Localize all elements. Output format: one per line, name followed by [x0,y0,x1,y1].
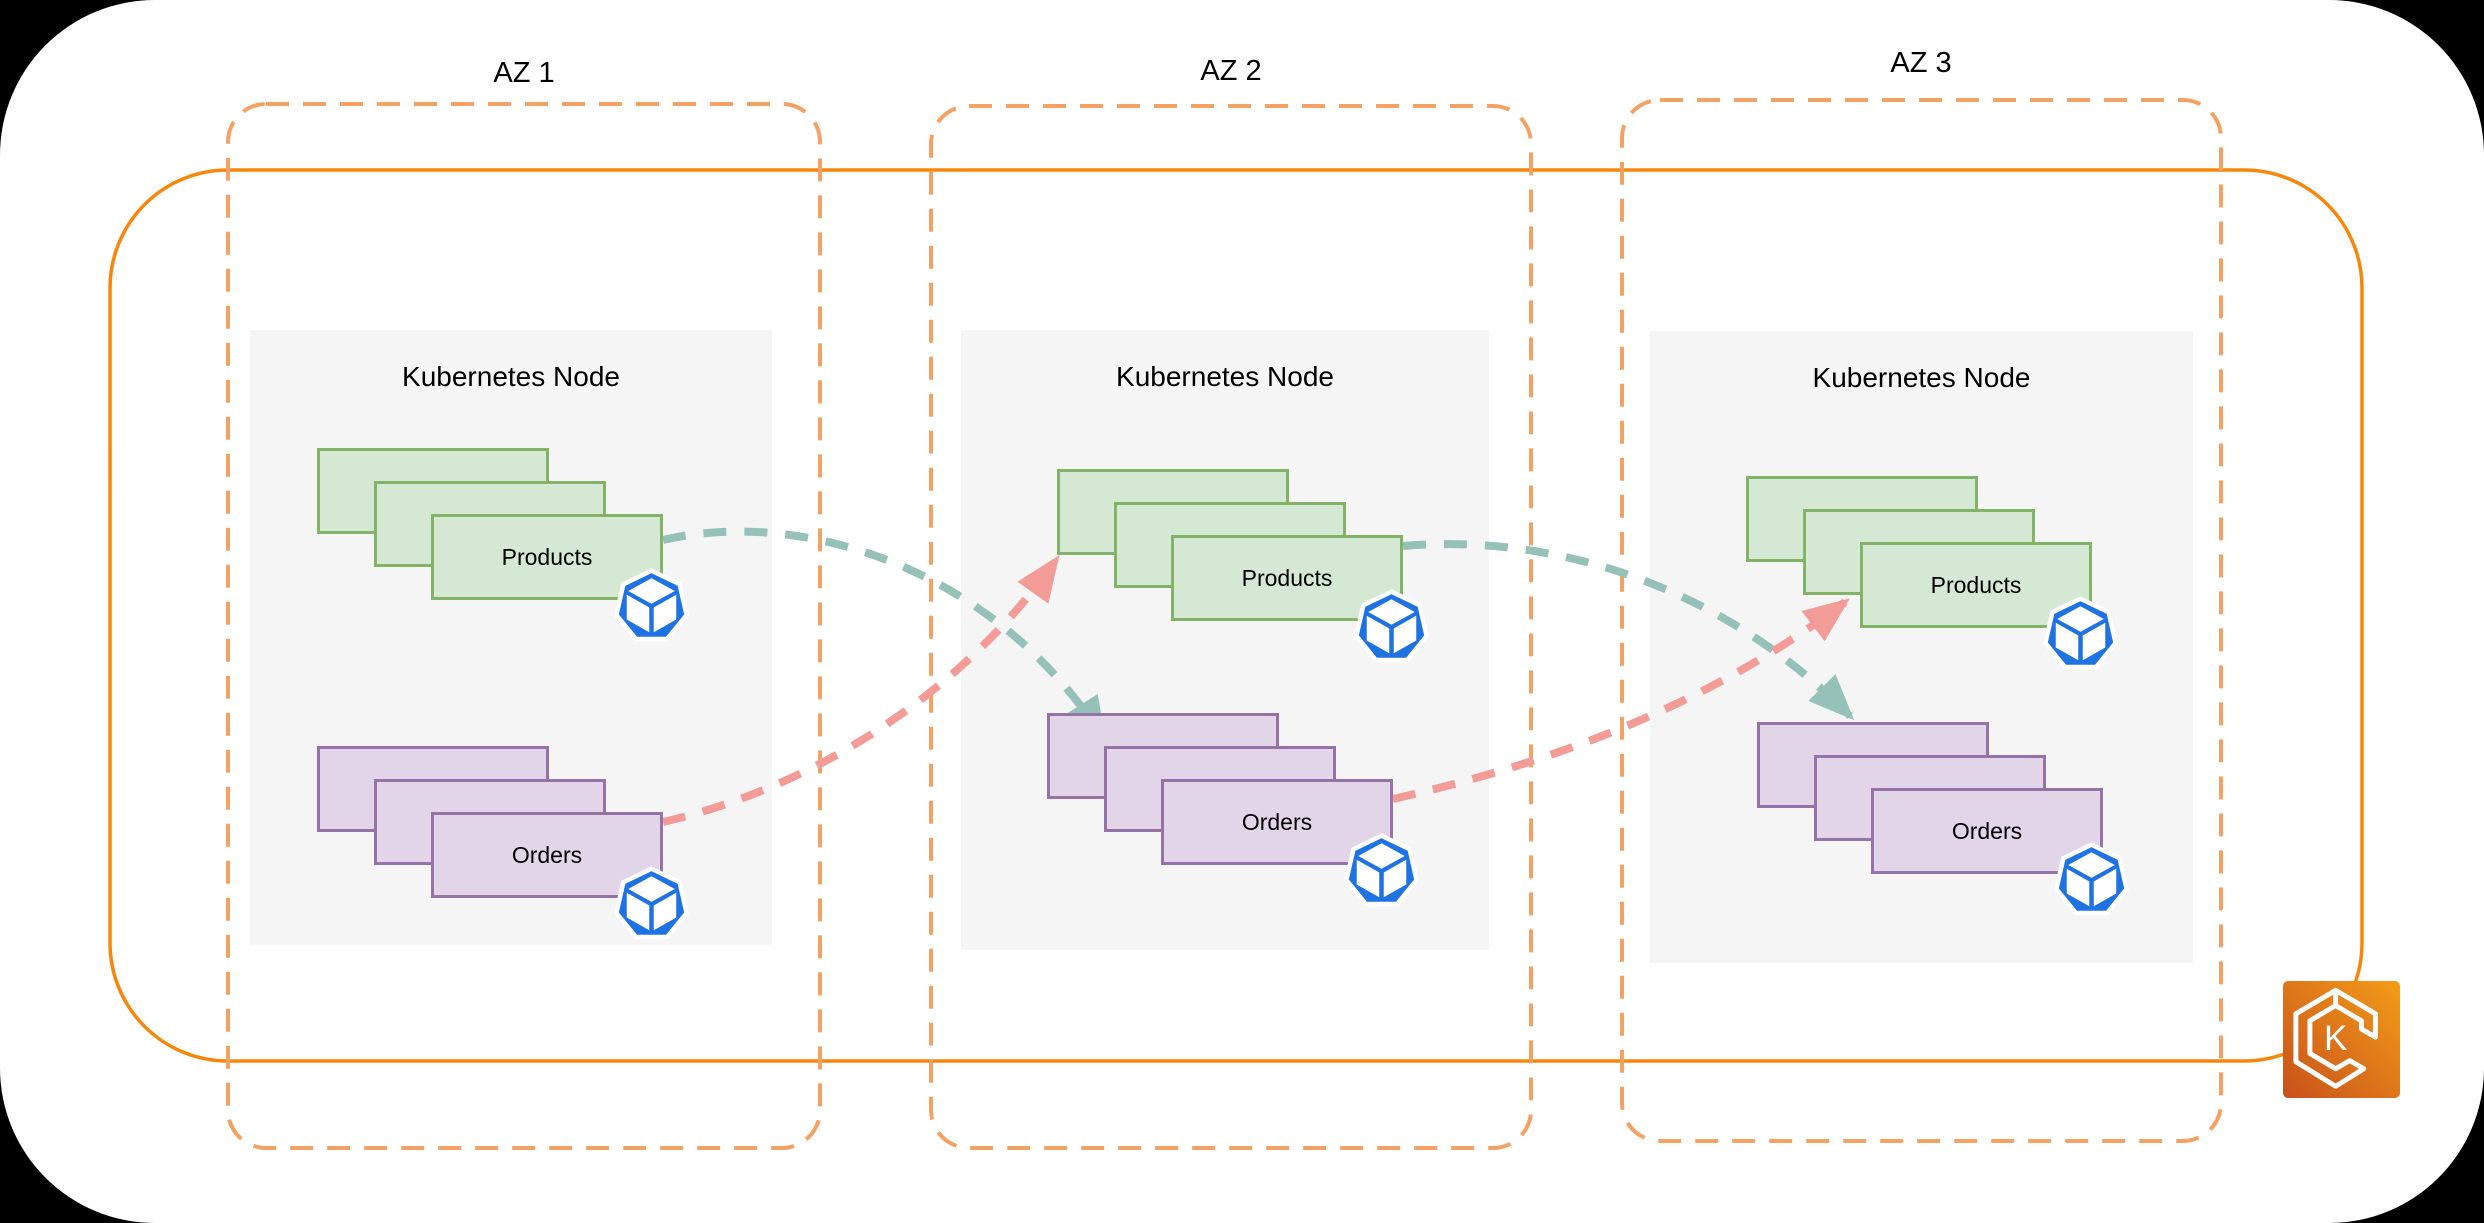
replica-card: Orders [431,812,663,898]
eks-cluster-boundary [108,168,2364,1063]
pod-icon [2043,595,2118,670]
arrow-az2-products-to-az3-orders [1402,540,1855,721]
orders-stack-az2: Orders [1047,713,1393,865]
az3-label: AZ 3 [1890,47,1952,79]
pod-icon [2054,841,2129,916]
az2-label: AZ 2 [1200,55,1262,87]
eks-logo: K [2293,987,2378,1089]
az1-label: AZ 1 [493,57,555,89]
pod-icon [614,567,689,642]
arrow-az2-orders-to-az3-products [1392,598,1850,803]
products-label: Products [1241,564,1333,591]
orders-stack-az3: Orders [1757,722,2103,874]
arrow-az1-orders-to-az2-products [662,555,1060,826]
eks-letter: K [2324,1019,2347,1058]
products-label: Products [501,543,593,570]
node-title: Kubernetes Node [1116,361,1334,392]
az3-boundary [1620,98,2223,1143]
orders-label: Orders [1951,817,2023,844]
pod-icon [1344,832,1419,907]
products-stack-az1: Products [317,448,663,600]
orders-label: Orders [1241,808,1313,835]
eks-icon: K [2283,981,2400,1098]
products-stack-az3: Products [1746,476,2092,628]
orders-stack-az1: Orders [317,746,663,898]
pod-icon [1354,588,1429,663]
products-stack-az2: Products [1057,469,1403,621]
arrow-az1-products-to-az2-orders [662,527,1107,744]
node-title: Kubernetes Node [1812,362,2031,393]
pod-icon [614,865,689,940]
az2-boundary [929,104,1533,1150]
orders-label: Orders [511,841,583,868]
az1-boundary [226,102,822,1150]
node-title: Kubernetes Node [402,361,620,392]
products-label: Products [1930,571,2022,598]
